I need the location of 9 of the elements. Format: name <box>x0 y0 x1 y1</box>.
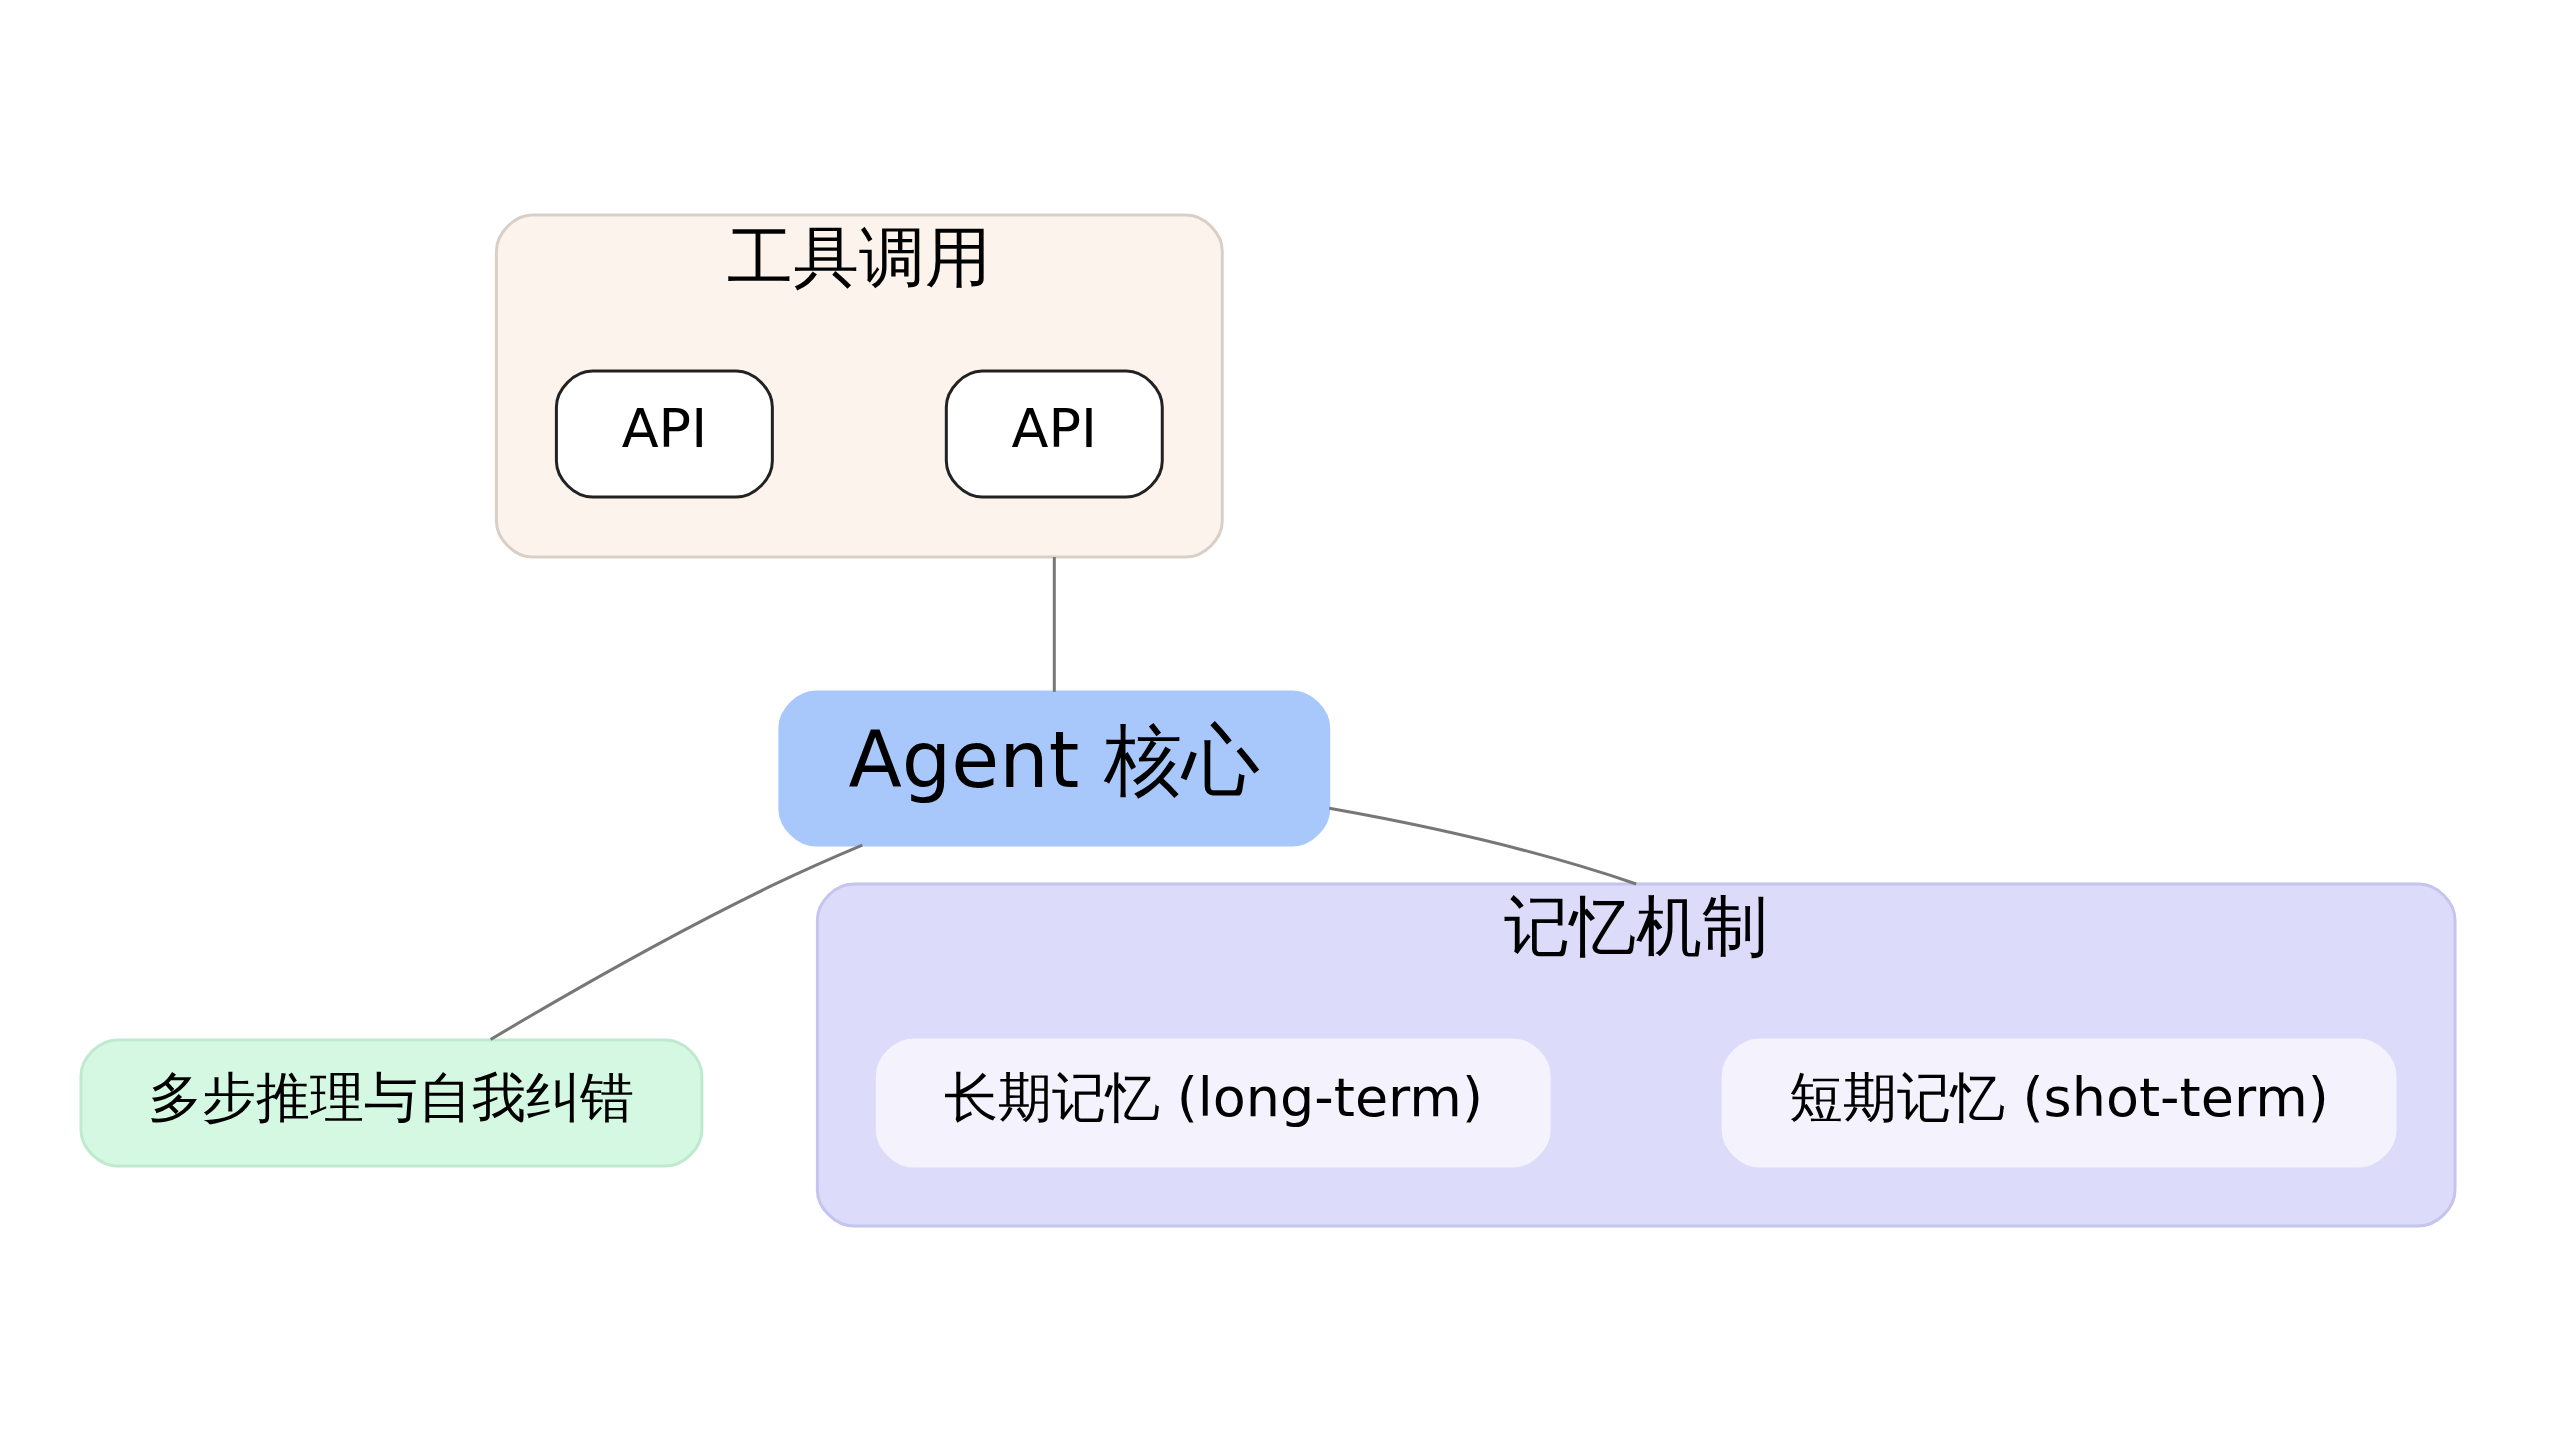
node-box: 多步推理与自我纠错 <box>79 1037 704 1167</box>
node-box: API <box>944 369 1164 499</box>
connector <box>1329 806 1637 885</box>
connector <box>489 843 863 1041</box>
node-box: 长期记忆 (long-term) <box>875 1037 1551 1167</box>
node-box: API <box>554 369 774 499</box>
node-box: Agent 核心 <box>778 690 1331 846</box>
connector <box>1052 556 1056 692</box>
node-box: 短期记忆 (shot-term) <box>1721 1037 2397 1167</box>
